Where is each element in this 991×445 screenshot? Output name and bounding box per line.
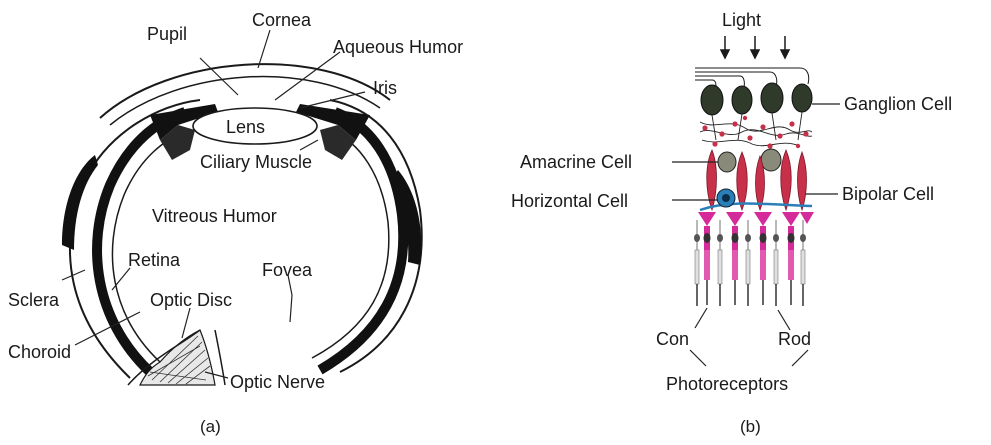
caption-a: (a) [200,417,221,436]
label-optic-disc: Optic Disc [150,290,232,310]
cone-cell [788,226,795,305]
label-horizontal-cell: Horizontal Cell [511,191,628,211]
label-ganglion-cell: Ganglion Cell [844,94,952,114]
leader-ciliary [300,140,318,150]
cone-cell [760,226,767,305]
label-light: Light [722,10,761,30]
leader-rod [778,310,790,330]
leader-cone [695,308,707,328]
photoreceptor-tops [698,212,814,226]
cone-cell [704,226,711,305]
label-sclera: Sclera [8,290,60,310]
caption-b: (b) [740,417,761,436]
bipolar-cell [707,150,717,210]
label-bipolar-cell: Bipolar Cell [842,184,934,204]
ganglion-cell [761,83,783,113]
leader-optic-disc [182,308,190,338]
leader-fovea [288,275,292,322]
label-retina: Retina [128,250,181,270]
choroid-band [97,112,403,372]
rod-cell [800,220,806,306]
label-pupil: Pupil [147,24,187,44]
label-cone: Con [656,329,689,349]
cone-cell [732,226,739,305]
label-cornea: Cornea [252,10,312,30]
amacrine-cell [718,152,736,172]
eye-diagram: Pupil Cornea Aqueous Humor Iris Lens Cil… [8,10,463,436]
rod-cell [745,220,751,306]
label-lens: Lens [226,117,265,137]
retina-diagram: Light [511,10,952,436]
leader-cornea [258,30,270,68]
label-ciliary-muscle: Ciliary Muscle [200,152,312,172]
label-choroid: Choroid [8,342,71,362]
ganglion-cell [701,85,723,115]
leader-photo-left [690,350,706,366]
label-optic-nerve: Optic Nerve [230,372,325,392]
label-iris: Iris [373,78,397,98]
amacrine-cells [718,149,781,172]
label-amacrine-cell: Amacrine Cell [520,152,632,172]
label-photoreceptors: Photoreceptors [666,374,788,394]
leader-iris [300,92,365,108]
label-rod: Rod [778,329,811,349]
bipolar-cell [737,152,748,210]
light-arrows [721,36,789,58]
leader-pupil [200,58,238,95]
ganglion-cell [732,86,752,114]
rod-cell [694,220,700,306]
amacrine-cell [761,149,781,171]
leader-aqueous [275,52,340,100]
bipolar-cell [798,152,807,210]
rod-cell [773,220,779,306]
optic-nerve-bundle [140,330,215,385]
leader-photo-right [792,350,808,366]
label-fovea: Fovea [262,260,313,280]
ganglion-cell [792,84,812,112]
inner-plexiform-layer [700,112,812,146]
ganglion-cells [701,83,812,115]
label-aqueous-humor: Aqueous Humor [333,37,463,57]
label-vitreous-humor: Vitreous Humor [152,206,277,226]
rod-cell [717,220,723,306]
bipolar-cell [781,150,792,210]
